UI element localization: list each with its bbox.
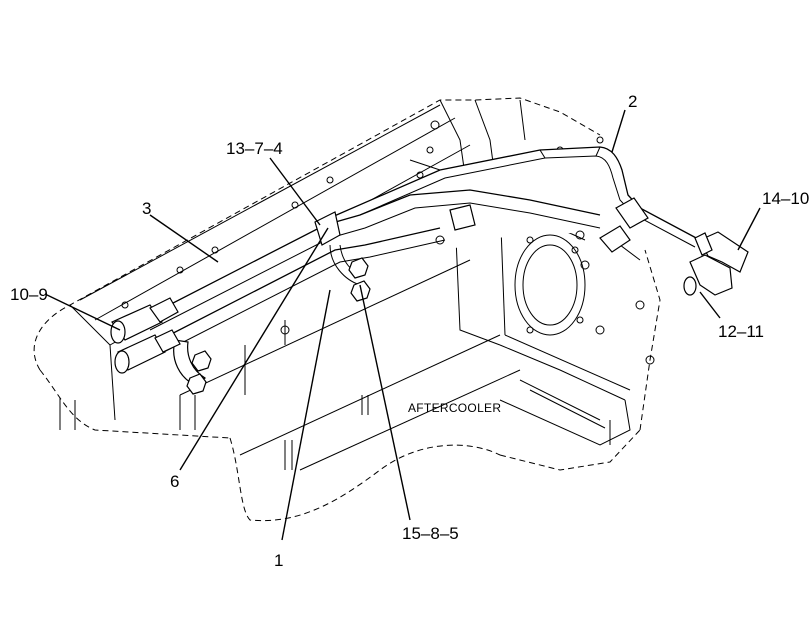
callout-13-7-4: 13–7–4 [226,139,283,158]
callout-6: 6 [170,472,179,491]
engine-block [33,97,661,522]
callout-1: 1 [274,551,283,570]
callout-2: 2 [628,92,637,111]
callout-12-11: 12–11 [718,322,764,341]
aftercooler-label: AFTERCOOLER [408,401,501,415]
leader-lines [44,109,761,541]
bolts-15-8-5 [186,230,590,395]
callout-14-10: 14–10 [762,189,809,208]
callout-3: 3 [142,199,151,218]
fittings-left [110,297,181,374]
callout-15-8-5: 15–8–5 [402,524,459,543]
fittings-right [683,231,749,296]
callout-10-9: 10–9 [10,285,48,304]
pipe-3 [139,189,601,386]
